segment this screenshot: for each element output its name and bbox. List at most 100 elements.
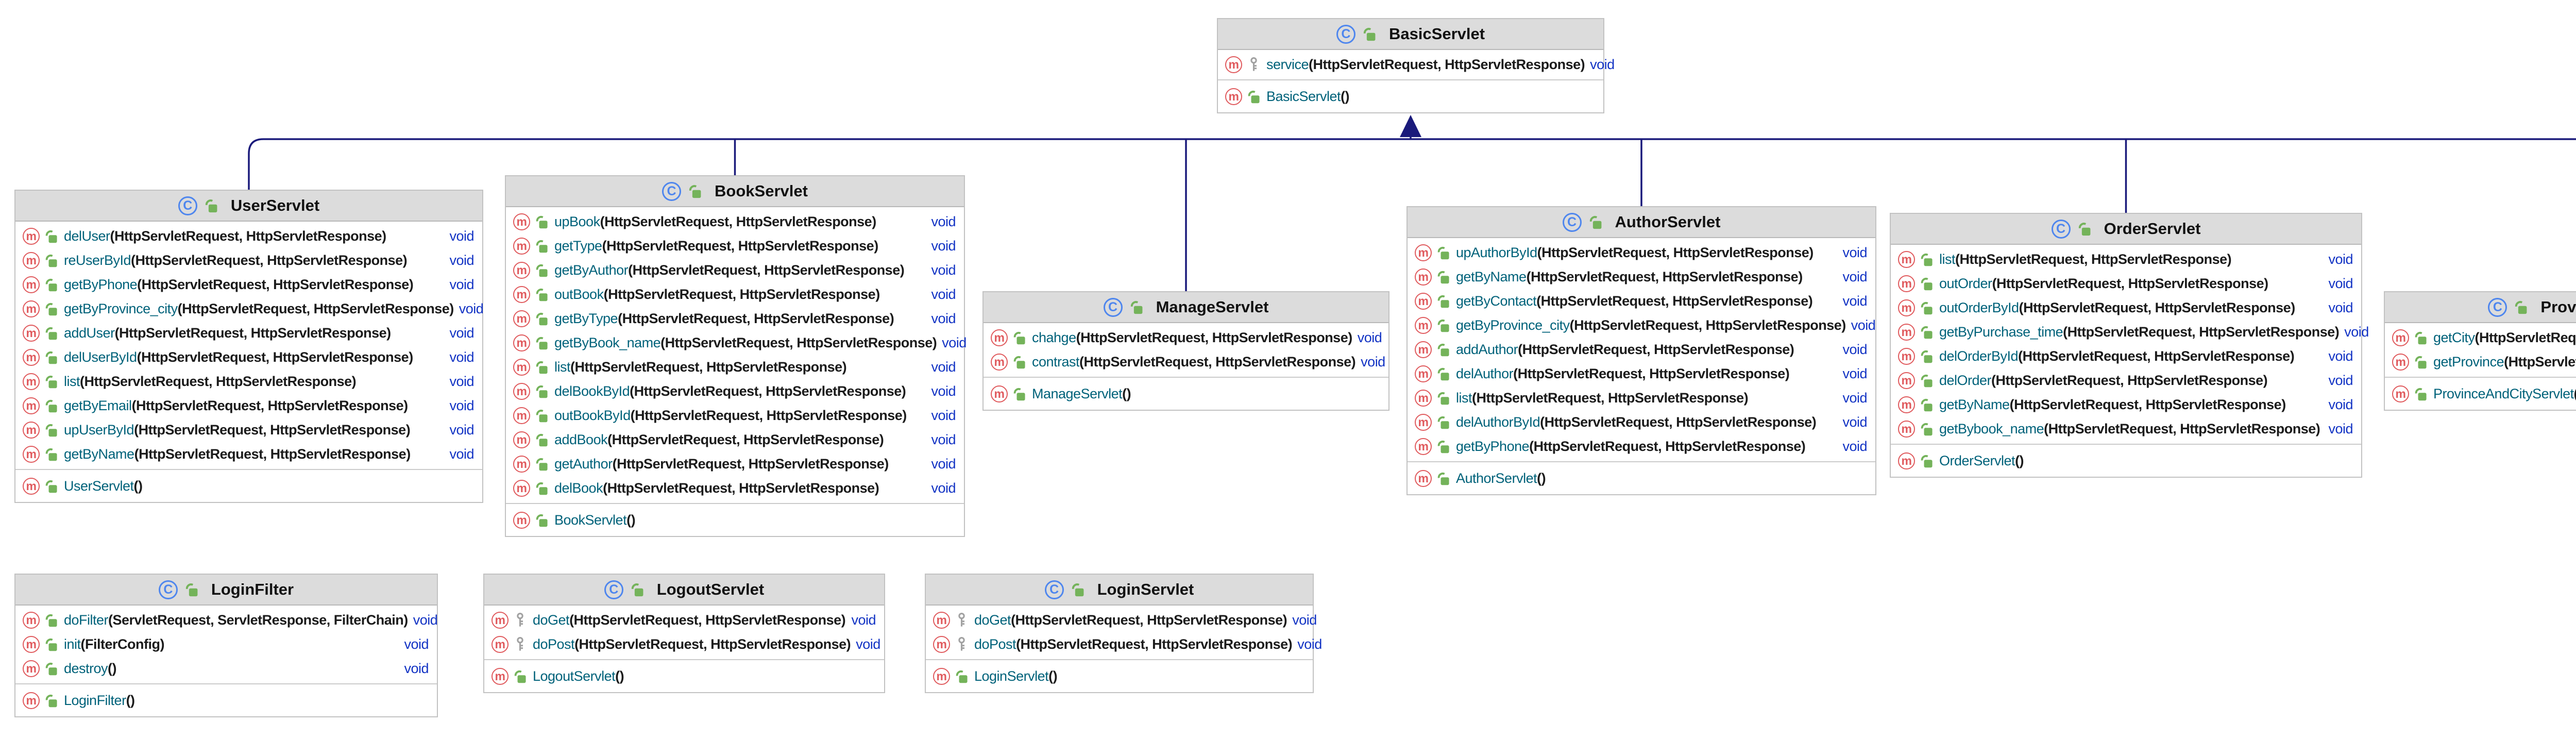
method-name: getByType: [554, 311, 618, 326]
method-return-type: void: [1357, 330, 1382, 345]
method-params: (): [1048, 668, 1058, 684]
method-icon: m: [23, 325, 40, 342]
method-name: getByName: [1939, 397, 2010, 412]
open-lock-icon: [45, 448, 57, 461]
method-return-type: void: [931, 456, 956, 472]
method-icon: m: [513, 407, 530, 424]
method-params: (HttpServletRequest, HttpServletResponse…: [612, 456, 889, 472]
class-header[interactable]: CProvinceAndCityServlet: [2385, 292, 2576, 323]
method-name: getType: [554, 238, 602, 254]
open-lock-icon: [1437, 392, 1449, 405]
method-return-type: void: [449, 446, 474, 462]
method-return-type: void: [2344, 324, 2369, 340]
method-name: doPost: [533, 636, 575, 652]
method-name: getBybook_name: [1939, 421, 2044, 436]
method-icon: m: [513, 383, 530, 400]
open-lock-icon: [1013, 332, 1025, 345]
method-return-type: void: [1842, 390, 1867, 406]
class-box-province-and-city-servlet[interactable]: CProvinceAndCityServlet mgetCity(HttpServ…: [2384, 291, 2576, 411]
